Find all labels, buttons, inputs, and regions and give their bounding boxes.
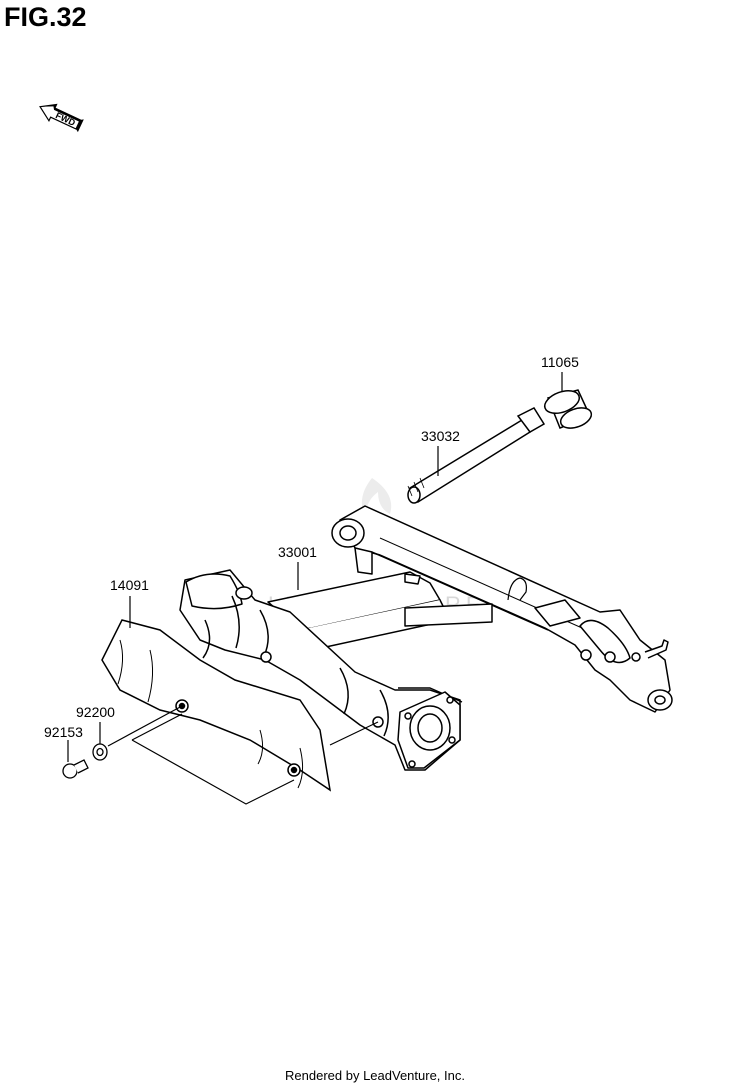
part-label-33032: 33032 (421, 428, 460, 444)
forward-arrow-icon: FWD (39, 103, 84, 133)
bushing-icon (543, 389, 593, 429)
part-label-92200: 92200 (76, 704, 115, 720)
part-label-33001: 33001 (278, 544, 317, 560)
washer-icon (92, 743, 108, 761)
swingarm-icon (179, 505, 673, 771)
part-label-11065: 11065 (541, 354, 579, 370)
bolt-icon (62, 759, 89, 779)
leader-lines (67, 372, 563, 805)
cover-icon (101, 619, 332, 792)
pivot-shaft-icon (407, 407, 546, 504)
footer-credit: Rendered by LeadVenture, Inc. (285, 1068, 465, 1083)
part-label-14091: 14091 (110, 577, 149, 593)
figure-title: FIG.32 (4, 2, 87, 32)
part-label-92153: 92153 (44, 724, 83, 740)
